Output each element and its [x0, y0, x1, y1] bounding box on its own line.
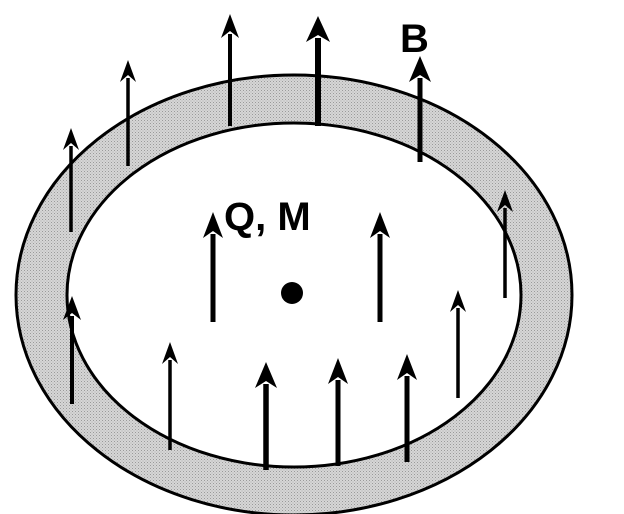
up-arrow-icon [450, 290, 466, 312]
up-arrow-icon [221, 14, 239, 38]
up-arrow-icon [306, 16, 330, 42]
field-arrows [63, 14, 513, 470]
up-arrow-icon [397, 354, 417, 380]
up-arrow-icon [63, 128, 79, 150]
up-arrow-icon [370, 212, 390, 238]
up-arrow-icon [203, 212, 223, 238]
up-arrow-icon [328, 358, 348, 384]
charge-mass-label: Q, M [224, 195, 311, 239]
center-dot [281, 282, 303, 304]
ring [14, 73, 574, 514]
up-arrow-icon [120, 60, 136, 82]
up-arrow-icon [63, 296, 81, 320]
up-arrow-icon [497, 190, 513, 212]
up-arrow-icon [162, 342, 178, 364]
up-arrow-icon [409, 56, 431, 82]
up-arrow-icon [255, 362, 277, 388]
field-label-b: B [400, 17, 429, 61]
